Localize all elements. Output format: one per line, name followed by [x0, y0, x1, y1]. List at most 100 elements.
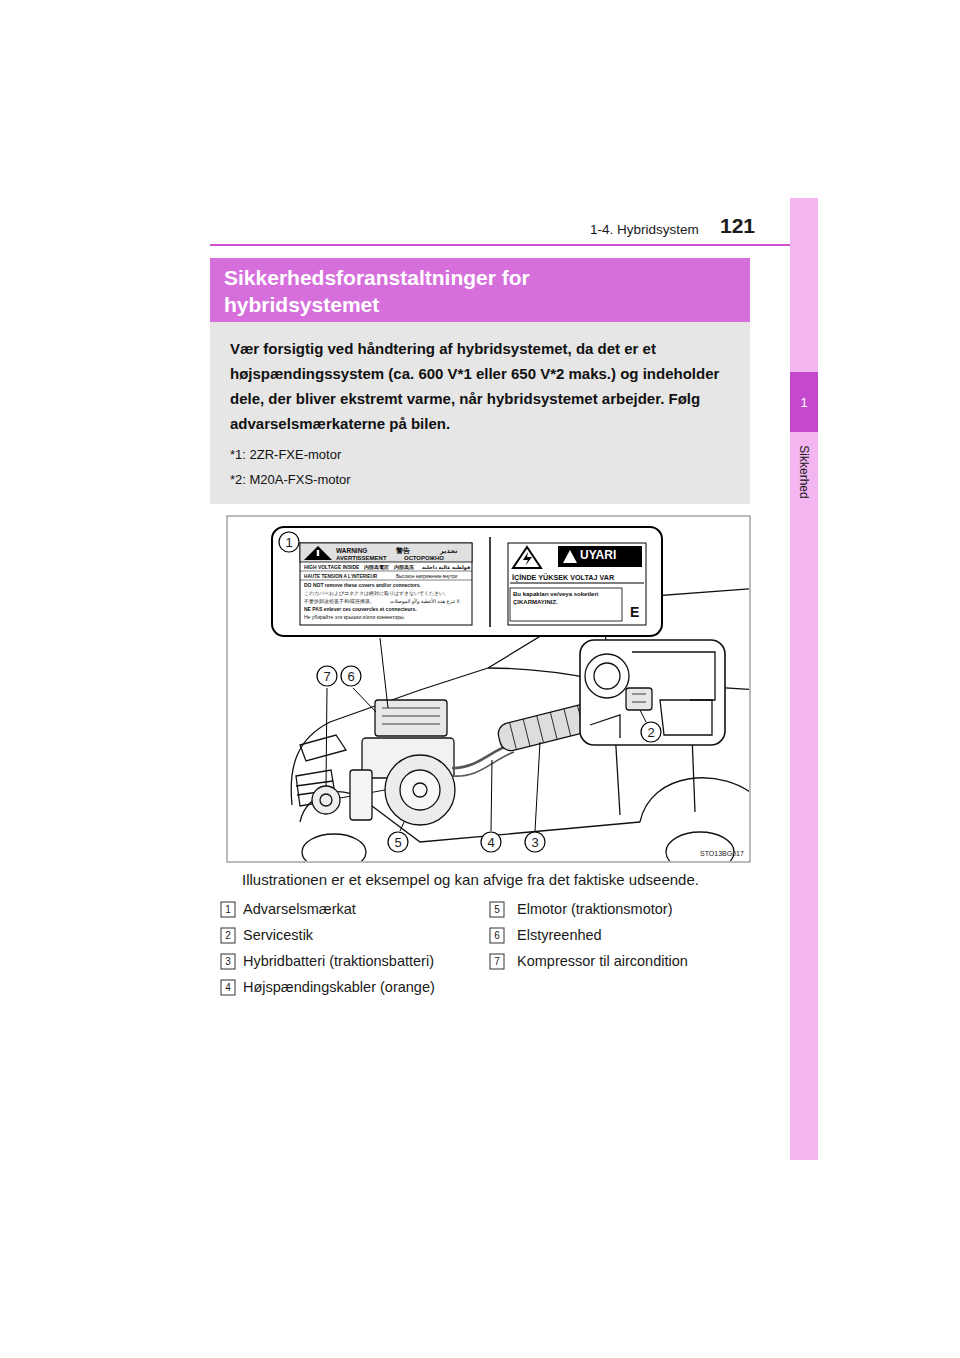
sticker-text: HAUTE TENSION A L'INTERIEUR: [304, 574, 377, 579]
sticker-text: İÇİNDE YÜKSEK VOLTAJ VAR: [512, 574, 614, 582]
callout-circles-part: [341, 666, 361, 686]
figure-code: STO13BG017: [700, 850, 744, 857]
sticker-text: 不要拆卸这些盖子和/或连接器。: [304, 599, 375, 605]
part-name: Servicestik: [243, 928, 313, 943]
sticker-text: فولطية عالية داخلية: [422, 565, 470, 571]
service-plug-detail-part: [660, 700, 712, 735]
car-illustration-part: [400, 770, 440, 810]
sticker-text: DO NOT remove these covers and/or connec…: [304, 583, 421, 589]
list-number: 7: [494, 957, 500, 967]
label-inset-part: [304, 546, 332, 560]
leader-lines-part: [353, 688, 376, 712]
service-plug-detail-part: [590, 715, 620, 738]
part-name: Elstyreenhed: [517, 928, 602, 943]
list-number-boxes-part: [221, 928, 235, 943]
sticker-text: 警告: [396, 547, 410, 554]
label-inset-part: [508, 543, 646, 625]
car-illustration-part: [375, 700, 447, 736]
sticker-text: UYARI: [580, 549, 616, 562]
chapter-number: 1: [800, 396, 807, 409]
label-inset-part: [563, 550, 577, 563]
callout-circles-part: [641, 722, 661, 742]
list-number-boxes-part: [490, 928, 504, 943]
page-furniture: [210, 198, 818, 1160]
list-number-boxes-part: [490, 902, 504, 917]
service-plug-detail-part: [585, 654, 629, 698]
label-inset-part: [300, 543, 472, 625]
sticker-text: HIGH VOLTAGE INSIDE: [304, 565, 359, 571]
label-inset-part: [510, 583, 644, 584]
label-inset-part: [523, 552, 532, 566]
part-name: Højspændingskabler (orange): [243, 980, 435, 995]
leader-lines-part: [380, 638, 388, 708]
leader-lines-part: [400, 822, 404, 831]
list-number: 3: [225, 957, 231, 967]
car-illustration-part: [300, 735, 346, 761]
chapter-tab-label: Sikkerhed: [798, 445, 810, 498]
callout-number: 4: [487, 836, 494, 849]
car-illustration-part: [413, 783, 427, 797]
service-plug-detail-part: [626, 688, 652, 710]
callout-number: 6: [347, 670, 354, 683]
label-inset-part: [272, 527, 662, 636]
sticker-text: NE PAS enlever ces couvercles et connect…: [304, 607, 417, 613]
callout-number: 2: [647, 726, 654, 739]
list-number-boxes-part: [221, 980, 235, 995]
callout-number: 7: [323, 670, 330, 683]
notice-text: *2: M20A-FXS-motor: [230, 467, 730, 492]
sticker-text: 内部高压: [394, 565, 414, 571]
leader-lines-part: [535, 742, 540, 831]
label-inset-part: [300, 580, 472, 581]
notice-text: *1: 2ZR-FXE-motor: [230, 442, 730, 467]
page-number: 121: [720, 215, 755, 236]
page-furniture-part: [790, 198, 818, 1160]
sticker-text: تحذير: [440, 547, 457, 554]
sticker-text: لا تنزع هذه الأغطية و/أو الموصلات.: [390, 599, 461, 605]
car-illustration-part-part: [510, 705, 585, 749]
list-number: 4: [225, 983, 231, 993]
sticker-text: 内部高電圧: [364, 565, 389, 571]
running-header: 1-4. Hybridsystem: [590, 223, 699, 237]
callout-circles: [279, 532, 661, 852]
list-number-boxes-part: [221, 954, 235, 969]
service-plug-detail-part: [594, 663, 620, 689]
sticker-text: Высокое напряжение внутри: [396, 574, 457, 579]
service-plug-detail: [580, 640, 725, 745]
label-inset-part: [317, 550, 319, 556]
figure-caption: Illustrationen er et eksempel og kan afv…: [242, 871, 699, 888]
leader-lines: [326, 638, 646, 831]
list-number: 1: [225, 905, 231, 915]
warning-sticker: WARNING警告تحذيرAVERTISSEMENTОСТОРОЖНОHIGH…: [300, 543, 472, 625]
label-inset-part: [300, 543, 472, 562]
list-number: 2: [225, 931, 231, 941]
callout-number: 1: [285, 536, 292, 549]
label-inset-part: [558, 546, 642, 567]
callout-circles-part: [279, 532, 299, 552]
car-illustration-part: [382, 708, 440, 724]
sticker-text: Не убирайте эти крышки и/или коннекторы.: [304, 615, 405, 621]
part-name: Elmotor (traktionsmotor): [517, 902, 673, 917]
car-illustration-part: [350, 770, 372, 820]
part-name: Advarselsmærkat: [243, 902, 356, 917]
page-furniture-part: [210, 244, 818, 246]
sticker-text: AVERTISSEMENT: [336, 555, 387, 562]
sticker-text: このカバーおよびコネクタは絶対に取りはずさないでください。: [304, 591, 449, 597]
label-inset-part: [489, 537, 491, 627]
car-illustration-part: [312, 786, 340, 814]
callout-number: 3: [531, 836, 538, 849]
sticker-text: Bu kapakları ve/veya soketleri ÇIKARMAYI…: [513, 591, 617, 607]
leader-lines-part: [491, 760, 492, 831]
callout-circles-part: [388, 832, 408, 852]
callout-number: 5: [394, 836, 401, 849]
leader-lines-part: [640, 710, 646, 722]
list-number-boxes: [221, 902, 504, 995]
figure-frame: [227, 516, 750, 862]
label-inset-part: [300, 571, 472, 572]
list-number-boxes-part: [221, 902, 235, 917]
notice-box: Vær forsigtig ved håndtering af hybridsy…: [210, 322, 750, 504]
list-number: 5: [494, 905, 500, 915]
warning-sticker: UYARI İÇİNDE YÜKSEK VOLTAJ VAR Bu kapaklar…: [508, 543, 646, 625]
sticker-text: E: [630, 605, 639, 620]
